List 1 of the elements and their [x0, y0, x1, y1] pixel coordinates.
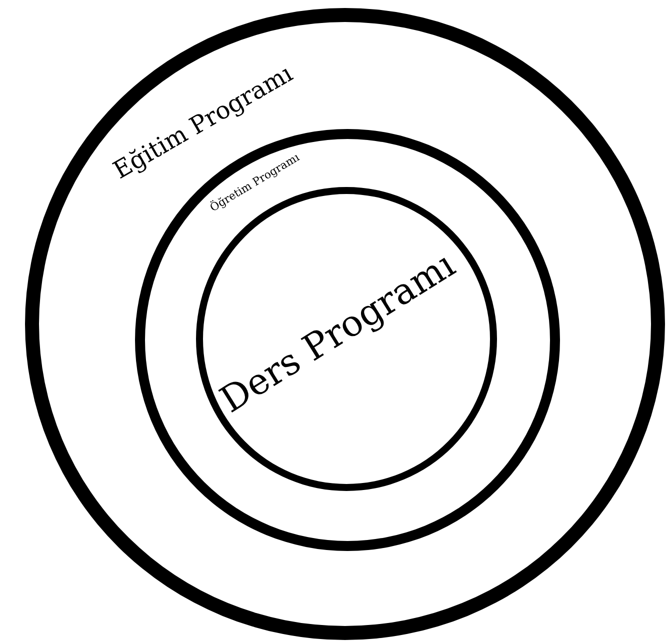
- circle: [25, 8, 665, 640]
